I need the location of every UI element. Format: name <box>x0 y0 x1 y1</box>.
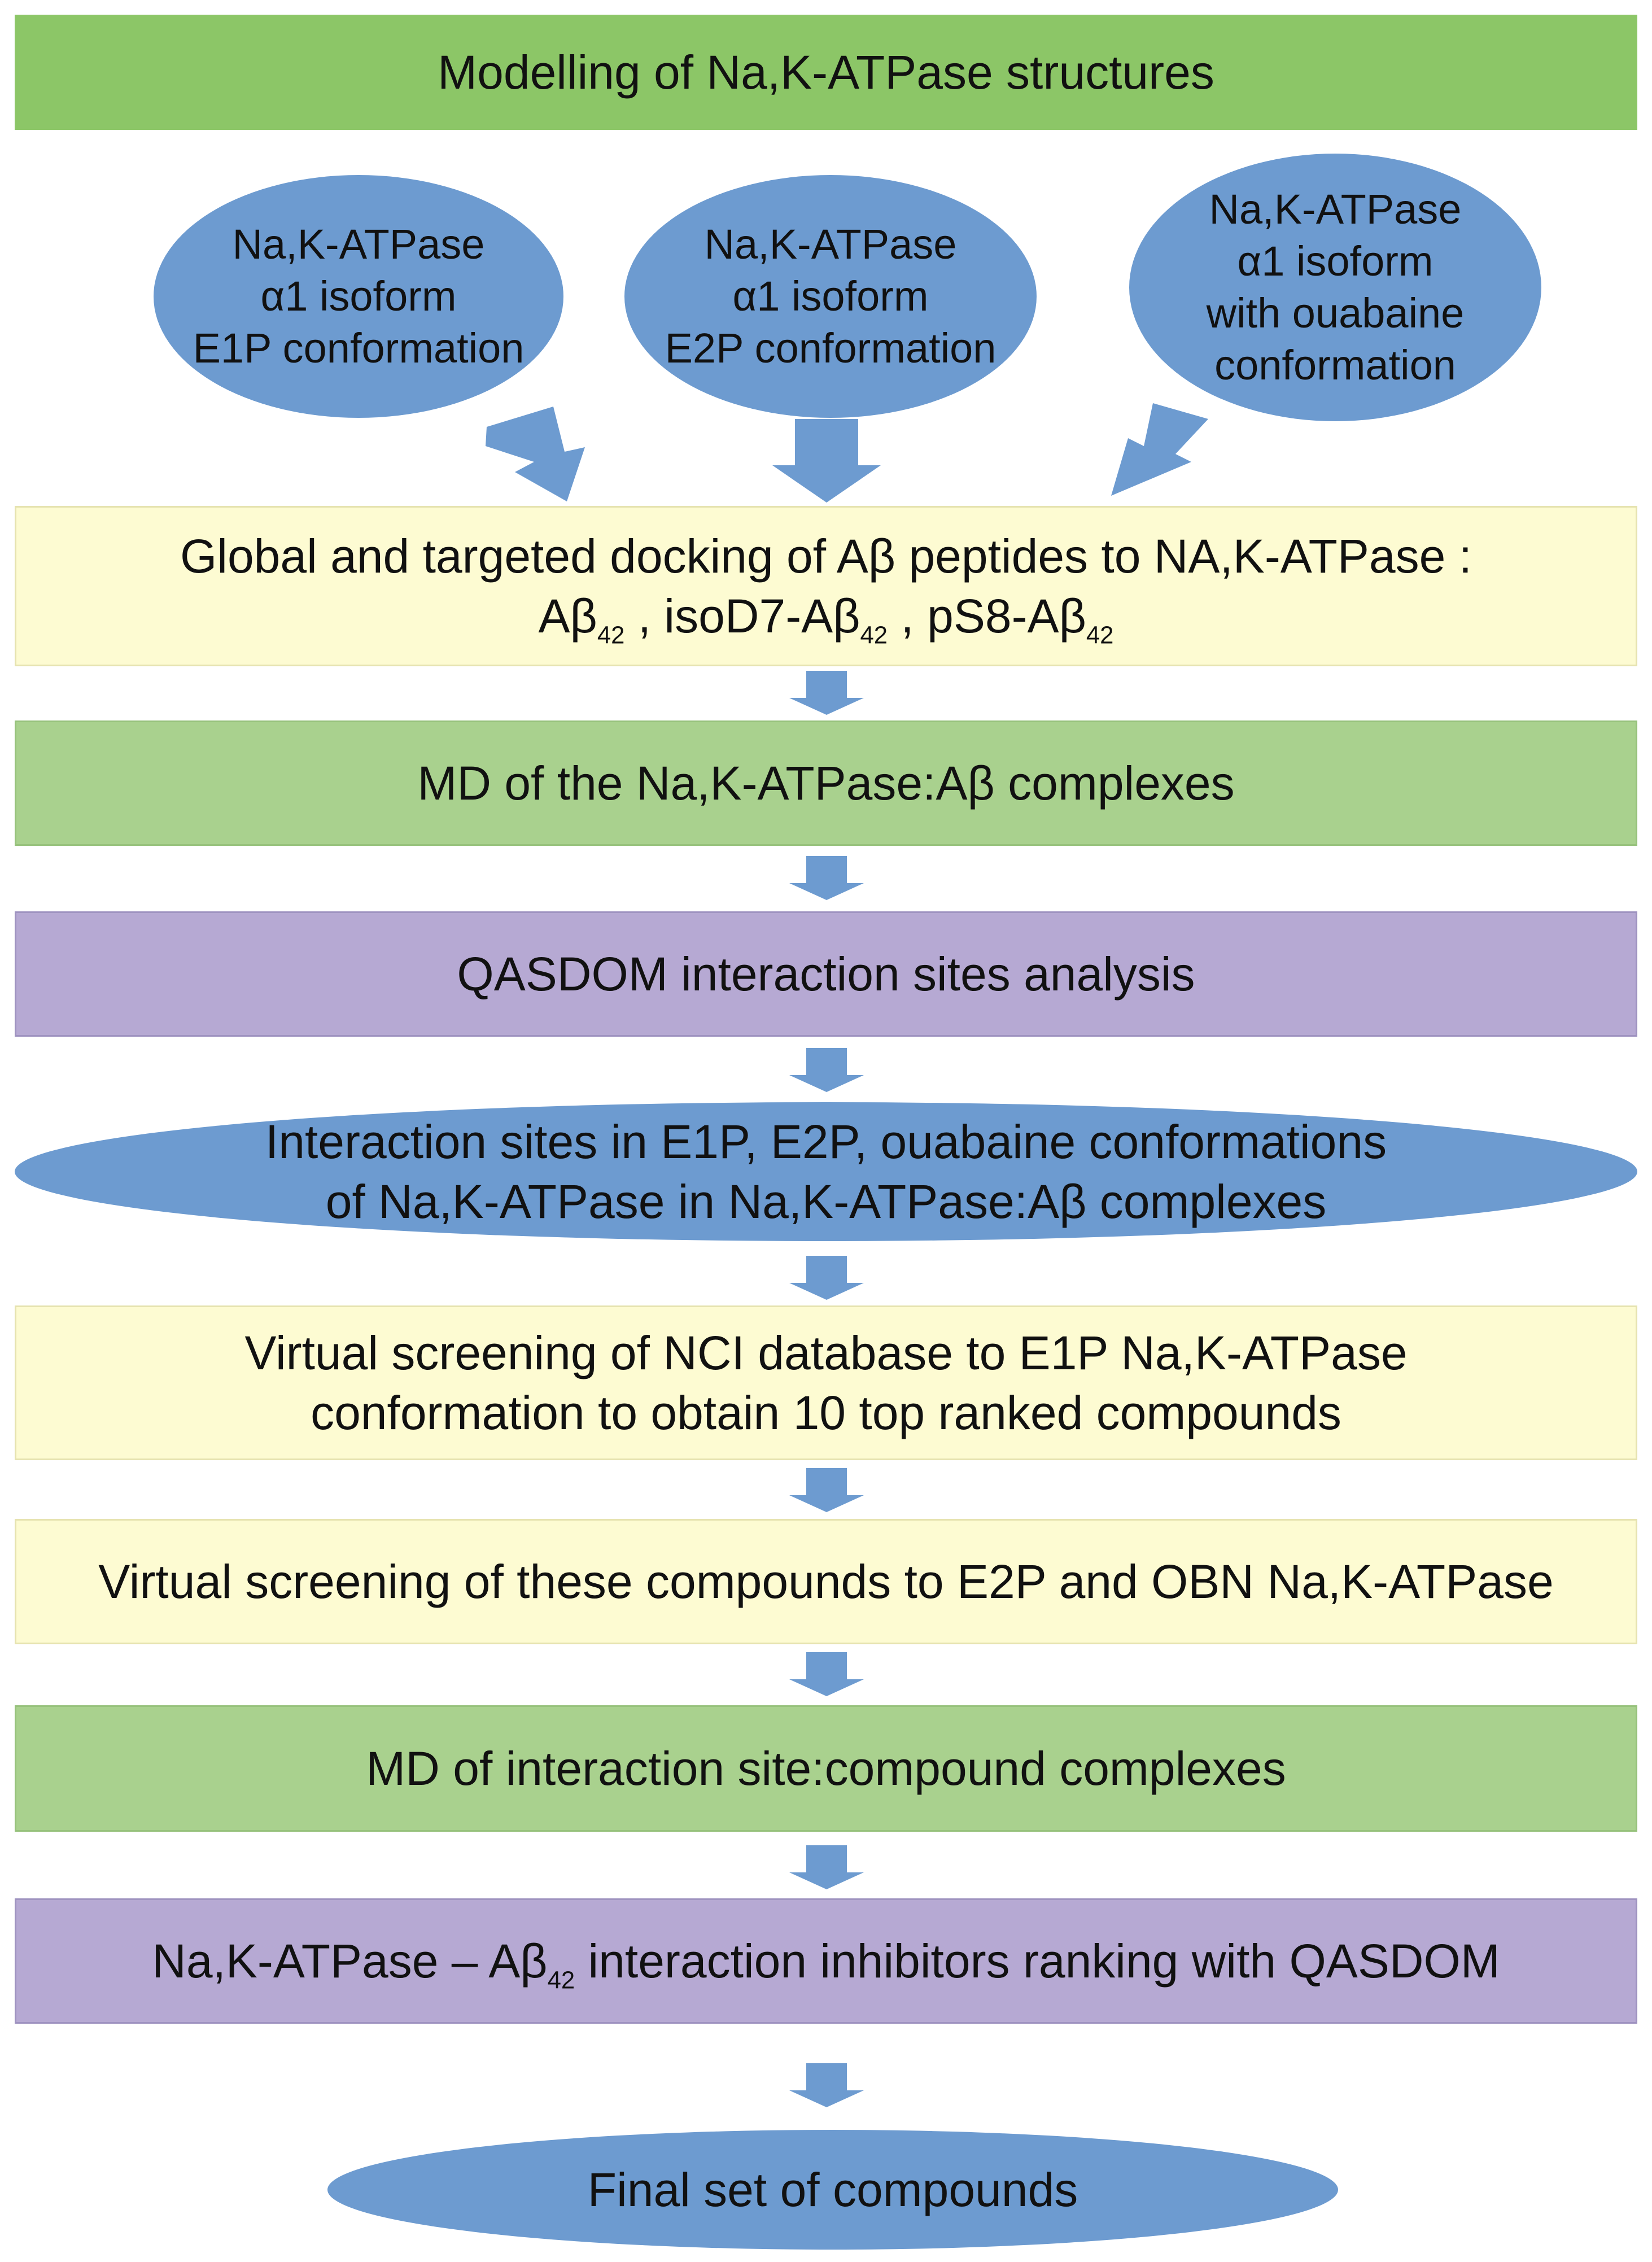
structure-e2p-ellipse: Na,K-ATPase α1 isoform E2P conformation <box>624 175 1037 418</box>
docking-line2: Aβ42 , isoD7-Aβ42 , pS8-Aβ42 <box>180 586 1472 649</box>
docking-pep1-sub: 42 <box>597 621 625 649</box>
structure-ouabaine-line3: with ouabaine <box>1206 290 1465 337</box>
structure-e2p-line2: α1 isoform <box>732 273 929 320</box>
ranking-text: Na,K-ATPase – Aβ42 interaction inhibitor… <box>152 1931 1500 1994</box>
arrow-straight-middle <box>772 419 881 503</box>
virtual-screening-nci-box: Virtual screening of NCI database to E1P… <box>15 1305 1637 1460</box>
structure-e2p-line1: Na,K-ATPase <box>704 221 957 268</box>
arrow-diagonal-left <box>486 407 585 501</box>
virtual-screening-nci-line2: conformation to obtain 10 top ranked com… <box>311 1386 1341 1439</box>
arrow-down-5 <box>789 1468 864 1512</box>
arrow-down-8 <box>789 2063 864 2107</box>
arrow-down-7 <box>789 1845 864 1889</box>
ranking-post: interaction inhibitors ranking with QASD… <box>575 1935 1500 1988</box>
structure-e1p-line3: E1P conformation <box>193 325 525 372</box>
arrow-down-3 <box>789 1048 864 1092</box>
md-site-compound-text: MD of interaction site:compound complexe… <box>366 1742 1286 1795</box>
arrow-down-4 <box>789 1256 864 1300</box>
docking-pep1: Aβ <box>538 589 597 643</box>
interaction-sites-line2: of Na,K-ATPase in Na,K-ATPase:Aβ complex… <box>325 1175 1327 1228</box>
structure-ouabaine-line1: Na,K-ATPase <box>1209 186 1462 233</box>
arrow-down-2 <box>789 856 864 900</box>
md-site-compound-box: MD of interaction site:compound complexe… <box>15 1705 1637 1832</box>
final-set-text: Final set of compounds <box>587 2163 1078 2216</box>
interaction-sites-ellipse: Interaction sites in E1P, E2P, ouabaine … <box>15 1102 1637 1241</box>
qasdom-analysis-box: QASDOM interaction sites analysis <box>15 911 1637 1037</box>
ranking-box: Na,K-ATPase – Aβ42 interaction inhibitor… <box>15 1898 1637 2024</box>
structure-ouabaine-line2: α1 isoform <box>1237 238 1434 285</box>
md-complexes-box: MD of the Na,K-ATPase:Aβ complexes <box>15 720 1637 846</box>
structure-ouabaine-line4: conformation <box>1214 342 1456 388</box>
docking-pep2-sub: 42 <box>860 621 888 649</box>
arrow-diagonal-right <box>1111 403 1208 496</box>
virtual-screening-compounds-text: Virtual screening of these compounds to … <box>98 1555 1554 1608</box>
structure-e1p-line2: α1 isoform <box>260 273 457 320</box>
arrow-down-6 <box>789 1652 864 1696</box>
final-set-ellipse: Final set of compounds <box>327 2130 1338 2250</box>
interaction-sites-line1: Interaction sites in E1P, E2P, ouabaine … <box>265 1115 1387 1168</box>
structure-e1p-ellipse: Na,K-ATPase α1 isoform E1P conformation <box>154 175 563 418</box>
modelling-header-text: Modelling of Na,K-ATPase structures <box>438 46 1214 99</box>
ranking-sub: 42 <box>547 1966 575 1994</box>
docking-pep3: , pS8-Aβ <box>888 589 1086 643</box>
structure-ouabaine-ellipse: Na,K-ATPase α1 isoform with ouabaine con… <box>1129 154 1541 421</box>
docking-pep3-sub: 42 <box>1086 621 1114 649</box>
docking-line1: Global and targeted docking of Aβ peptid… <box>180 530 1472 583</box>
virtual-screening-nci-line1: Virtual screening of NCI database to E1P… <box>244 1326 1408 1379</box>
arrow-down-1 <box>789 671 864 715</box>
virtual-screening-compounds-box: Virtual screening of these compounds to … <box>15 1519 1637 1644</box>
ranking-pre: Na,K-ATPase – Aβ <box>152 1935 548 1988</box>
modelling-header: Modelling of Na,K-ATPase structures <box>15 15 1637 130</box>
docking-pep2: , isoD7-Aβ <box>624 589 860 643</box>
structure-e2p-line3: E2P conformation <box>665 325 997 372</box>
md-complexes-text: MD of the Na,K-ATPase:Aβ complexes <box>417 757 1235 810</box>
qasdom-analysis-text: QASDOM interaction sites analysis <box>457 947 1195 1001</box>
docking-box: Global and targeted docking of Aβ peptid… <box>15 506 1637 666</box>
structure-e1p-line1: Na,K-ATPase <box>232 221 485 268</box>
